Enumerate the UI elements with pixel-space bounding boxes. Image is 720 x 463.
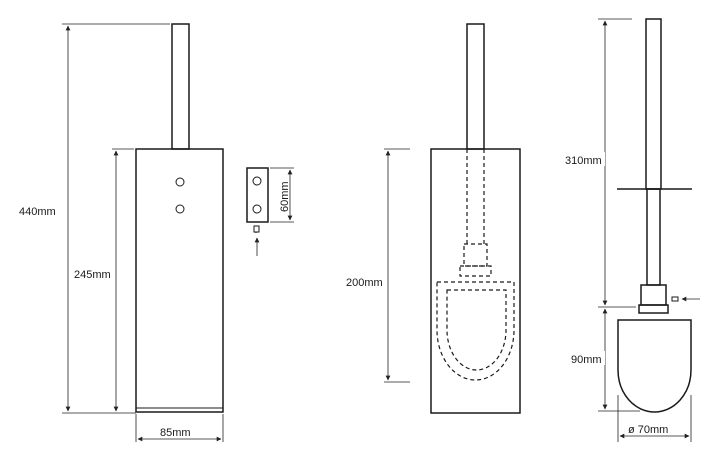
hidden-collar [463,243,488,267]
hidden-brush-inner [446,289,507,371]
brush-head [617,319,692,413]
brush-collar-ring [638,304,669,314]
front-handle [171,23,190,150]
front-view: 440mm 245mm 85mm [19,23,224,442]
front-body [135,148,224,413]
hidden-brush-outer [436,281,515,381]
label-200mm: 200mm [346,277,383,289]
label-440mm: 440mm [19,206,56,218]
section-body [430,148,521,414]
bracket-screw-top [252,176,262,186]
hidden-collar-base [459,265,492,277]
section-view: 200mm [345,23,521,414]
front-screw-bottom [175,204,185,214]
brush-handle-upper [645,18,662,190]
label-bg-310 [565,152,605,166]
label-bg-90 [571,351,605,365]
label-bg-440 [20,203,60,217]
section-handle [466,23,485,150]
bracket-plate [246,167,269,223]
bracket-detail: 60mm [246,167,294,256]
label-bg-200 [345,274,387,288]
brush-handle-lower [646,188,661,286]
set-screw [253,225,260,233]
front-screw-top [175,177,185,187]
bracket-screw-bottom [252,204,262,214]
brush-set-screw [671,296,679,302]
label-bg-245 [74,266,114,280]
brush-view: 310mm 90mm ø 70mm [565,18,700,442]
label-310mm: 310mm [565,155,602,167]
label-diameter-70mm: ø 70mm [628,424,668,436]
label-90mm: 90mm [571,354,602,366]
brush-collar [640,284,667,306]
label-245mm: 245mm [74,269,111,281]
label-60mm: 60mm [279,181,291,212]
label-85mm: 85mm [160,427,191,439]
